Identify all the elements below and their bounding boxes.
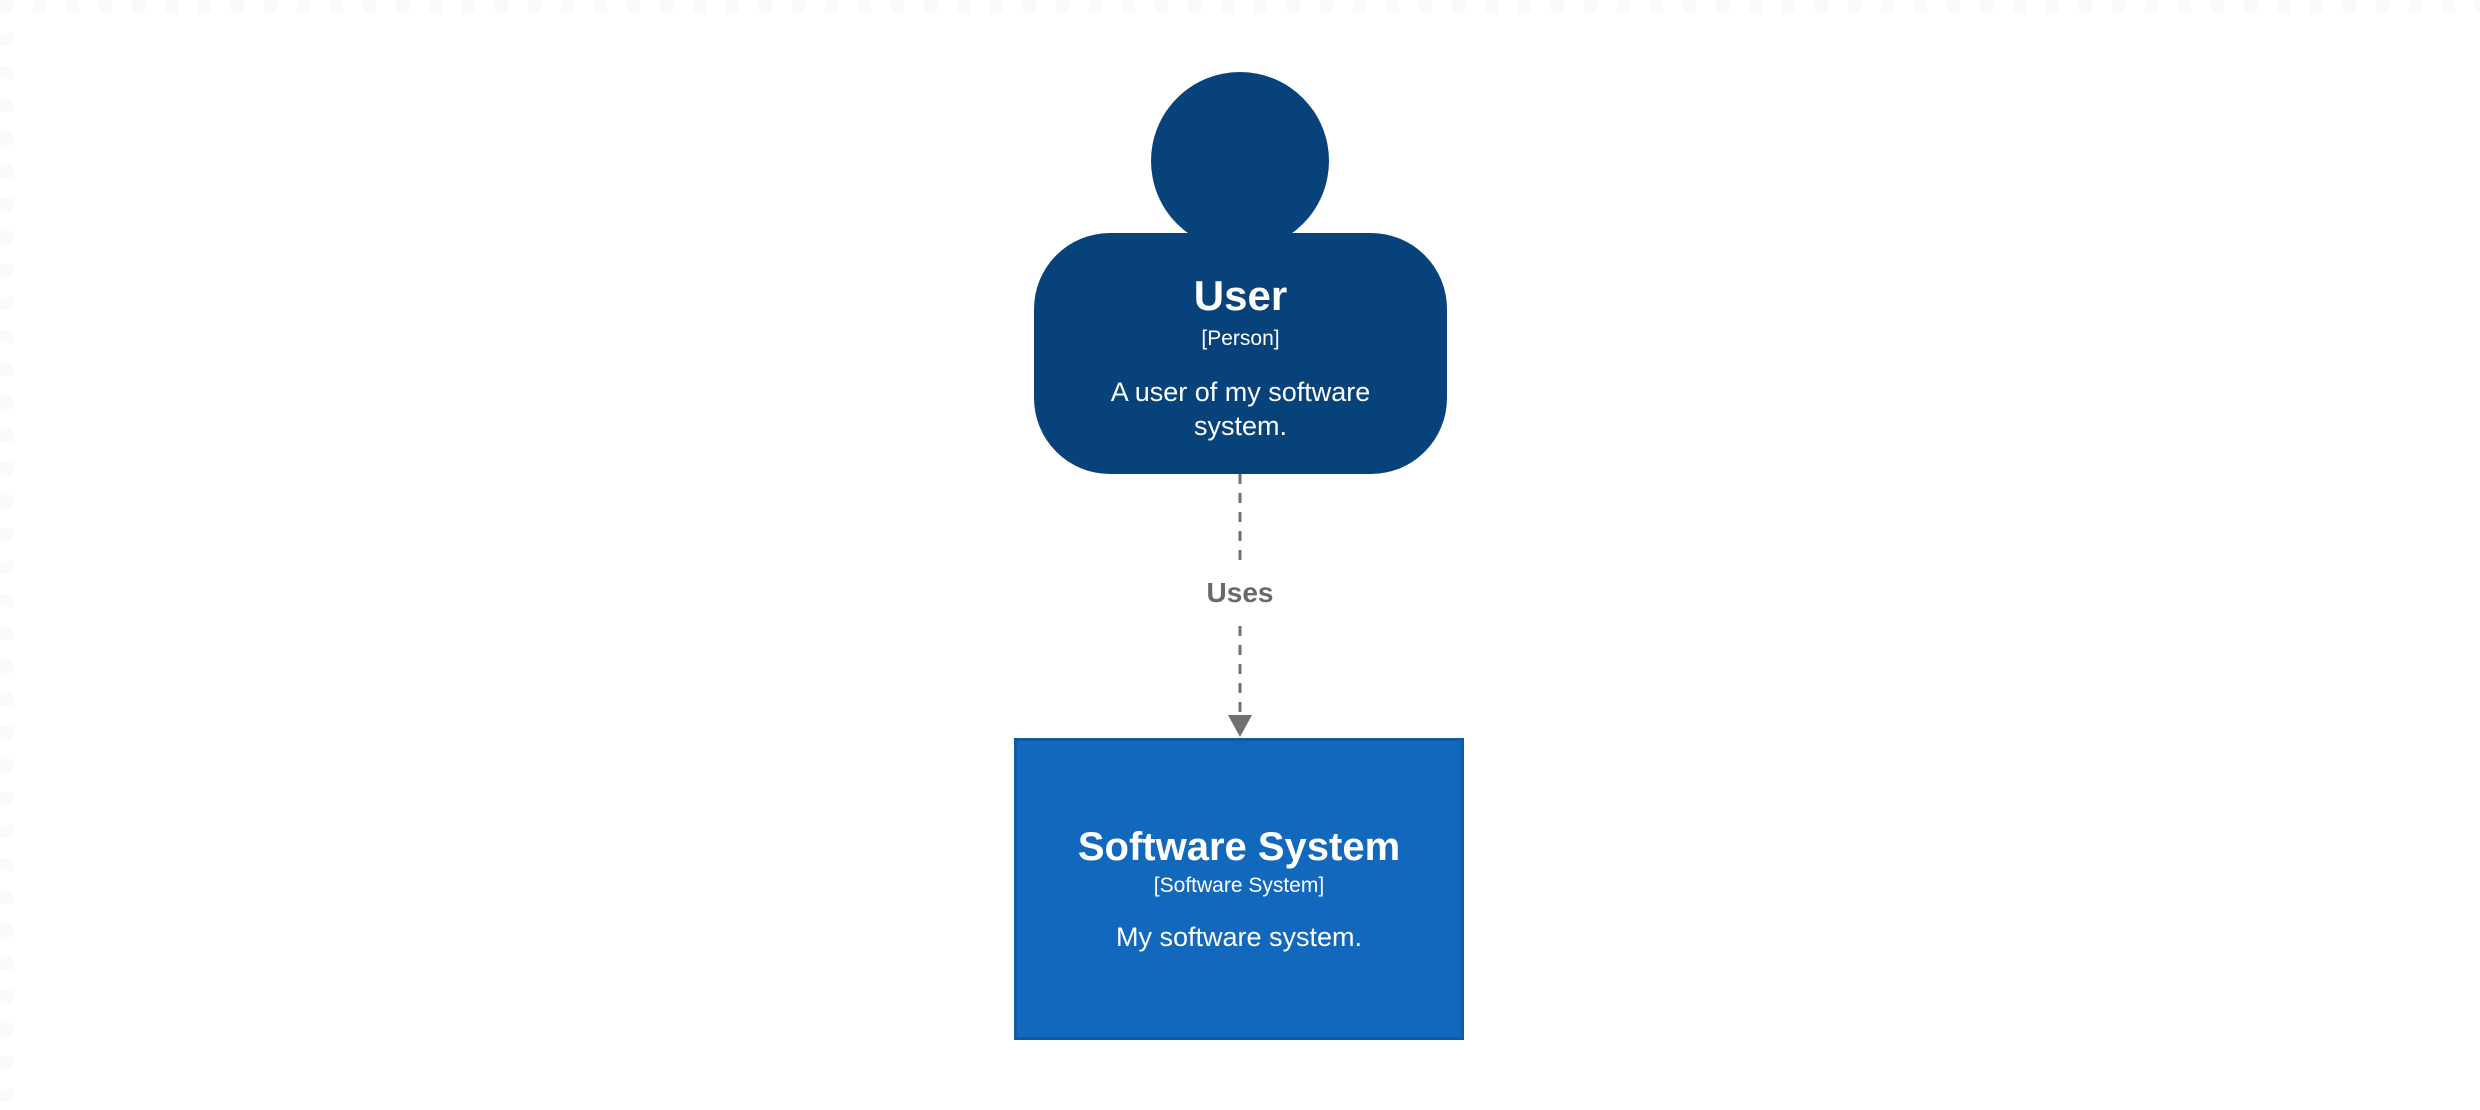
person-head-shape[interactable] [1151, 72, 1329, 250]
canvas-top-dashed-edge [0, 0, 2480, 13]
arrowhead-icon [1228, 715, 1252, 737]
relationship-label[interactable]: Uses [1194, 569, 1286, 617]
system-description: My software system. [1115, 922, 1363, 953]
person-body-shape[interactable]: User [Person] A user of my software syst… [1034, 233, 1447, 474]
canvas-left-dashed-edge [0, 0, 13, 1110]
system-type-label: [Software System] [1153, 873, 1325, 897]
system-name: Software System [1077, 824, 1401, 869]
person-name: User [1193, 272, 1288, 320]
software-system-node[interactable]: Software System [Software System] My sof… [1014, 738, 1464, 1040]
person-description: A user of my software system. [1110, 376, 1371, 441]
person-type-label: [Person] [1201, 326, 1280, 350]
